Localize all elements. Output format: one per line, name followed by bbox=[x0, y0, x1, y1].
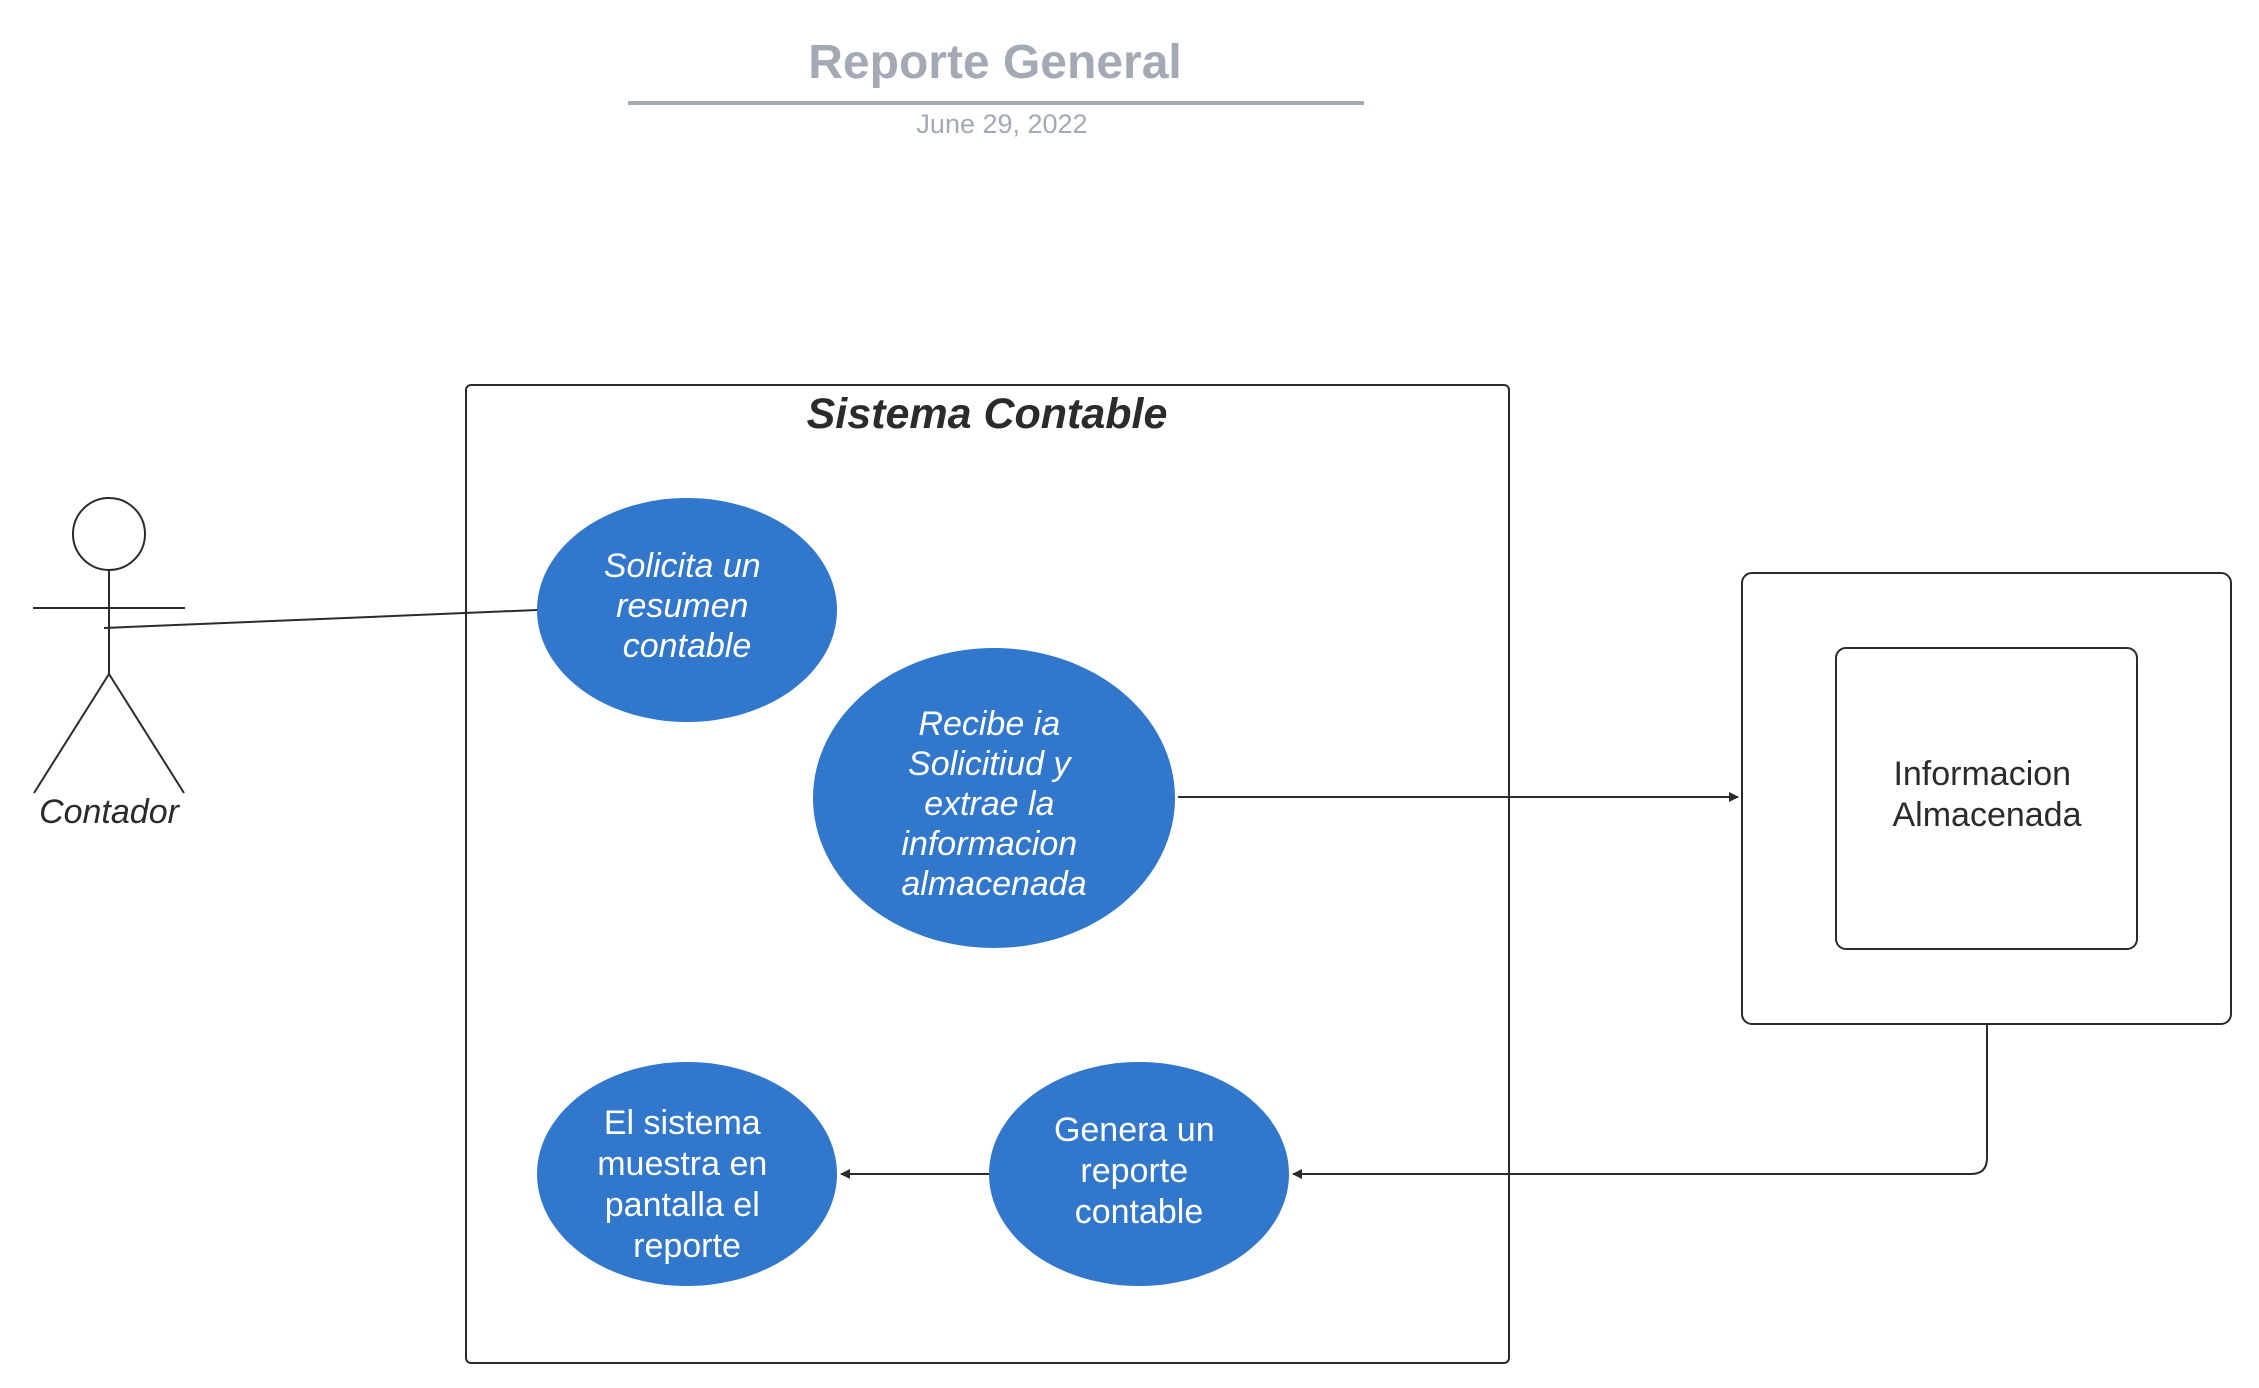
use-case-ellipse bbox=[537, 498, 837, 722]
actor-right-leg bbox=[108, 673, 185, 794]
page-date: June 29, 2022 bbox=[916, 109, 1087, 139]
actor-contador[interactable] bbox=[33, 497, 185, 794]
page-title: Reporte General bbox=[808, 36, 1181, 89]
system-boundary[interactable] bbox=[465, 384, 1510, 1364]
actor-left-leg bbox=[33, 673, 110, 794]
use-case-label: Recibe ia Solicitiud y extrae la informa… bbox=[901, 705, 1086, 903]
actor-label: Contador bbox=[39, 793, 181, 831]
use-case-genera-reporte[interactable]: Genera un reporte contable bbox=[989, 1062, 1289, 1286]
use-case-solicita-resumen[interactable]: Solicita un resumen contable bbox=[537, 498, 837, 722]
actor-association-line[interactable] bbox=[103, 609, 538, 629]
use-case-ellipse bbox=[537, 1062, 837, 1286]
use-case-ellipse bbox=[813, 648, 1175, 948]
storage-label: Informacion Almacenada bbox=[1892, 755, 2081, 834]
use-case-label: El sistema muestra en pantalla el report… bbox=[597, 1104, 777, 1265]
use-case-recibe-solicitud[interactable]: Recibe ia Solicitiud y extrae la informa… bbox=[813, 648, 1175, 948]
use-case-label: Genera un reporte contable bbox=[1054, 1111, 1224, 1231]
storage-block[interactable]: Informacion Almacenada bbox=[1741, 572, 2232, 1025]
use-case-ellipse bbox=[989, 1062, 1289, 1286]
storage-to-genera-arrow[interactable] bbox=[1292, 1024, 1988, 1179]
storage-inner-box bbox=[1835, 647, 2138, 950]
system-title: Sistema Contable bbox=[807, 390, 1168, 438]
use-case-label: Solicita un resumen contable bbox=[604, 547, 770, 665]
use-case-muestra-reporte[interactable]: El sistema muestra en pantalla el report… bbox=[537, 1062, 837, 1286]
actor-head bbox=[72, 497, 146, 571]
